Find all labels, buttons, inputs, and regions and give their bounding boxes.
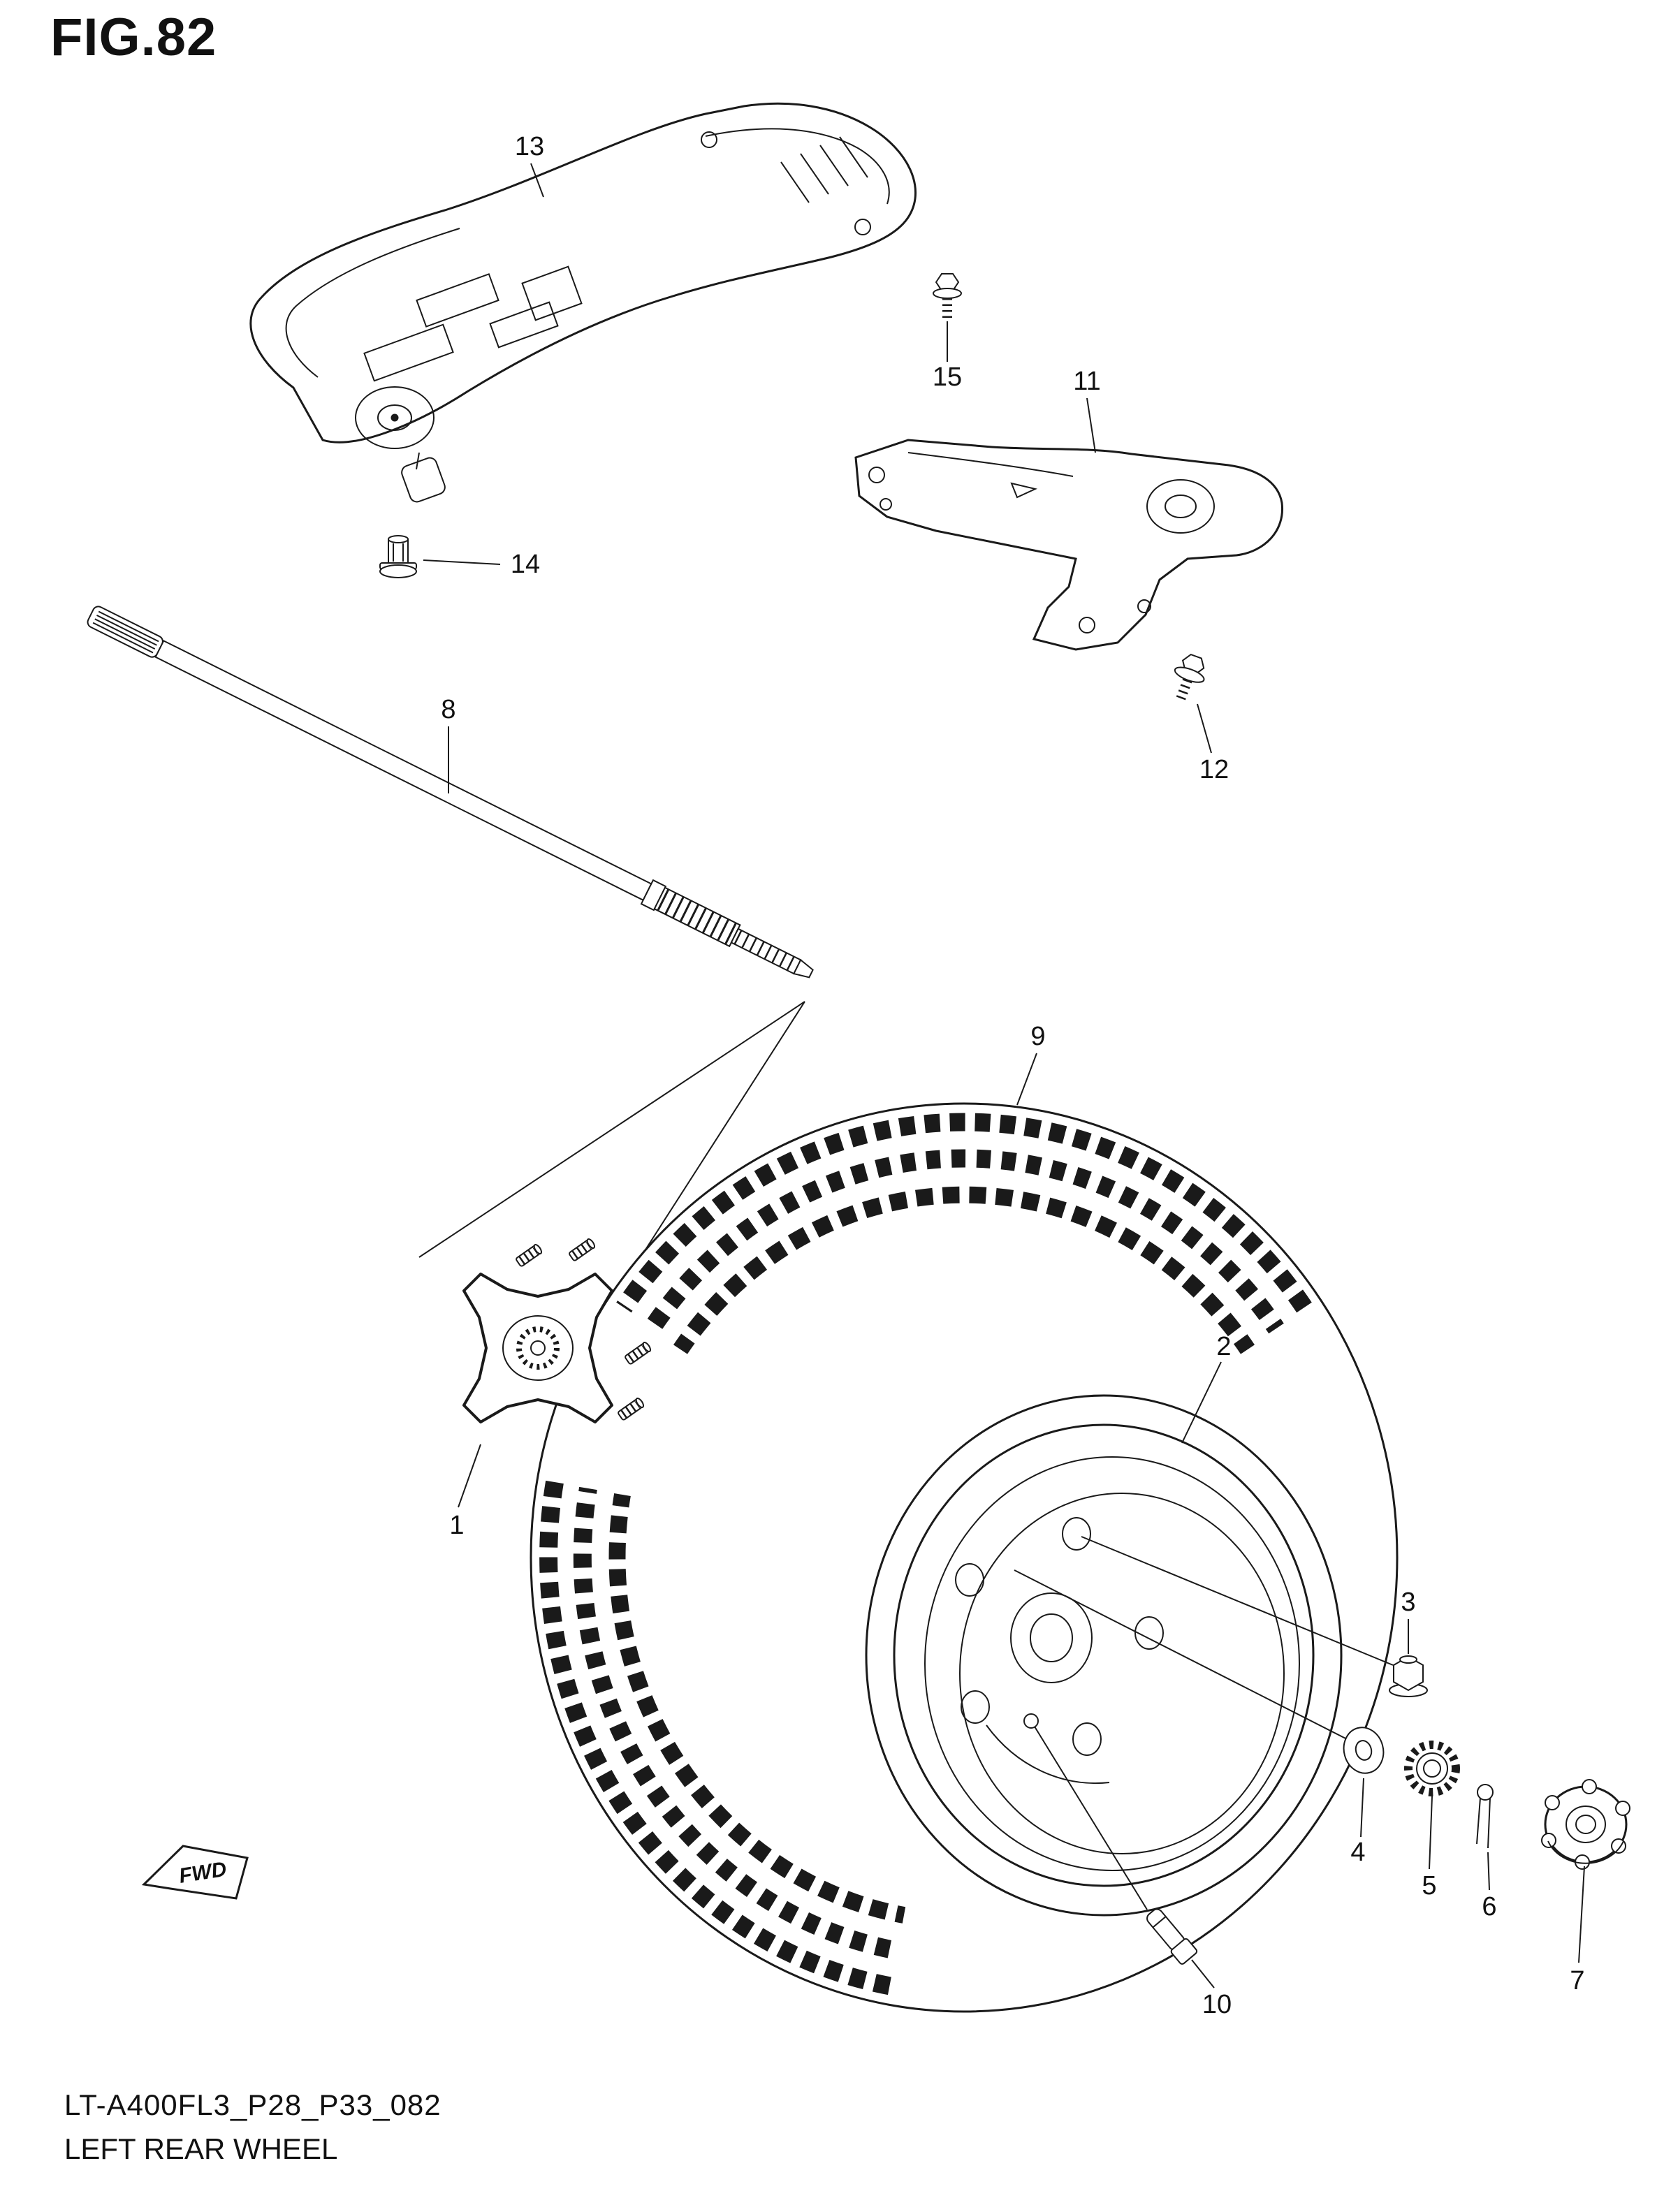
callout-7: 7 bbox=[1570, 1966, 1584, 1995]
washer-4 bbox=[1343, 1727, 1385, 1774]
callout-5: 5 bbox=[1422, 1871, 1436, 1900]
callout-11: 11 bbox=[1073, 367, 1100, 396]
figure-footer: LT-A400FL3_P28_P33_082 LEFT REAR WHEEL bbox=[64, 2083, 441, 2171]
callout-4: 4 bbox=[1350, 1838, 1365, 1867]
bracket-11 bbox=[854, 439, 1284, 651]
flange-bolt-12 bbox=[1174, 653, 1205, 704]
lock-washer-5 bbox=[1404, 1741, 1460, 1796]
valve-stem-10 bbox=[1034, 1726, 1198, 1965]
callout-3: 3 bbox=[1401, 1588, 1415, 1617]
callout-10: 10 bbox=[1202, 1990, 1232, 2019]
figure-number: FIG.82 bbox=[50, 8, 217, 67]
cotter-pin-6 bbox=[1476, 1784, 1494, 1849]
skid-plate-13 bbox=[249, 102, 917, 503]
figure-code: LT-A400FL3_P28_P33_082 bbox=[64, 2088, 441, 2121]
callout-2: 2 bbox=[1216, 1332, 1231, 1361]
wheel-rim-2 bbox=[865, 1394, 1343, 1917]
wheel-hub-1 bbox=[462, 1238, 652, 1423]
shoulder-bolt-14 bbox=[379, 535, 417, 578]
flange-bolt-15 bbox=[933, 273, 962, 318]
callout-6: 6 bbox=[1482, 1892, 1496, 1921]
hub-studs bbox=[516, 1238, 652, 1421]
callout-12: 12 bbox=[1199, 755, 1229, 784]
fwd-marker: FWD bbox=[141, 1845, 249, 1900]
leader-lines bbox=[423, 163, 1585, 1988]
callout-13: 13 bbox=[515, 132, 544, 161]
axle-shaft-8 bbox=[87, 606, 814, 979]
figure-caption: LEFT REAR WHEEL bbox=[64, 2132, 338, 2165]
axle-nut-3 bbox=[1389, 1655, 1428, 1697]
callout-15: 15 bbox=[933, 362, 962, 392]
callout-9: 9 bbox=[1030, 1022, 1045, 1051]
callout-labels: 1 2 3 4 5 6 7 8 9 10 11 12 13 14 15 bbox=[441, 132, 1584, 2019]
callout-1: 1 bbox=[449, 1511, 464, 1540]
hub-cap-7 bbox=[1541, 1779, 1630, 1870]
callout-14: 14 bbox=[511, 550, 540, 579]
callout-8: 8 bbox=[441, 695, 455, 724]
stud-axis-lines bbox=[1014, 1536, 1394, 1744]
